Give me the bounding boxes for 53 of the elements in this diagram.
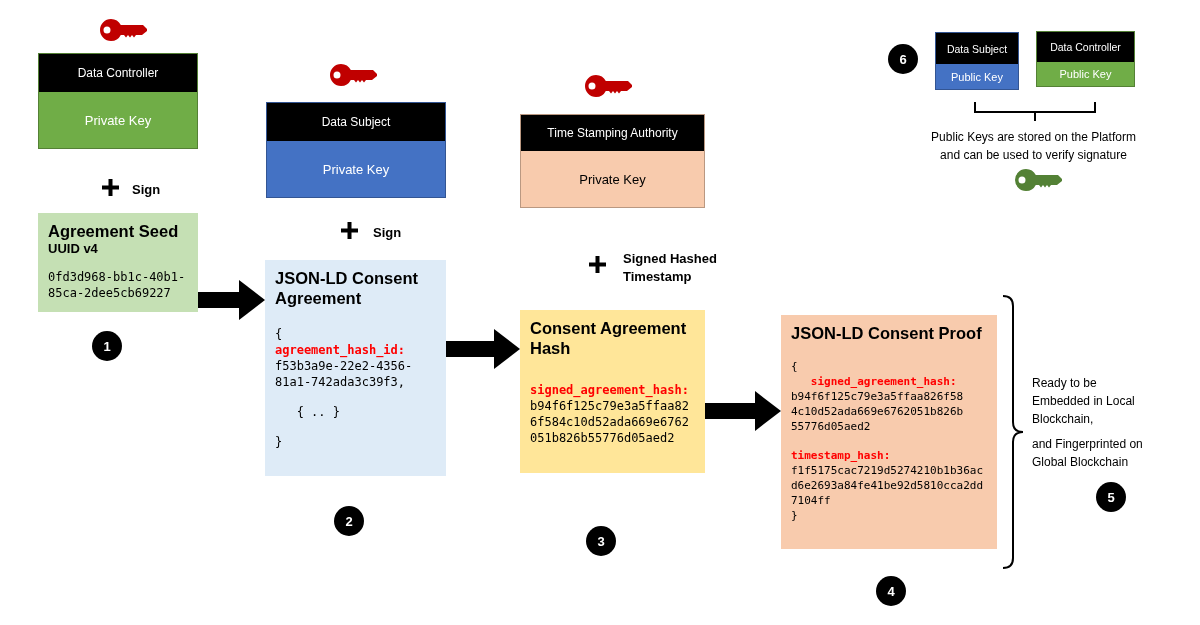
hash-value: f53b3a9e-22e2-4356-81a1-742ada3c39f3, [275, 358, 414, 390]
hash-value: b94f6f125c79e3a5ffaa826f584c10d52ada669e6762051b826b55776d05aed2 [530, 398, 690, 446]
key-card [935, 32, 1019, 90]
step-number: 1 [92, 331, 122, 361]
card-header: Time Stamping Authority [521, 115, 704, 151]
content-card [38, 213, 198, 312]
step-number: 3 [586, 526, 616, 556]
step-number: 5 [1096, 482, 1126, 512]
code-line: { [791, 359, 798, 374]
card-header: Data Subject [267, 103, 445, 141]
operation-label: Sign [373, 225, 402, 240]
key-card [1036, 31, 1135, 87]
key-label: Public Key [951, 70, 1003, 83]
note-text: Ready to be Embedded in Local Blockchain, [1032, 376, 1135, 426]
key-label: Private Key [579, 171, 646, 187]
code-key: signed_agreement_hash: [530, 382, 689, 398]
arrow [446, 329, 520, 369]
key-card [266, 102, 446, 198]
arrow [198, 280, 265, 320]
operation-label: Sign [132, 182, 161, 197]
code-key: agreement_hash_id: [275, 342, 406, 358]
uuid-value: 0fd3d968-bb1c-40b1-85ca-2dee5cb69227 [48, 269, 187, 301]
arrow [705, 391, 781, 431]
code-key: signed_agreement_hash: [791, 374, 957, 389]
content-card [781, 315, 997, 549]
card-title: JSON-LD Consent Agreement [275, 268, 419, 308]
card-subtitle: UUID v4 [48, 241, 98, 257]
code-line: } [791, 508, 798, 523]
card-header: Data Controller [1037, 32, 1134, 62]
card-title: JSON-LD Consent Proof [791, 323, 982, 343]
code-key: timestamp_hash: [791, 448, 891, 463]
code-line: { [275, 326, 283, 342]
content-card [265, 260, 446, 476]
key-label: Private Key [84, 112, 152, 128]
note-text: Public Keys are stored on the Platform and can be used to verify signature [931, 130, 1136, 162]
step-number: 4 [876, 576, 906, 606]
step-number: 6 [888, 44, 918, 74]
card-title: Consent Agreement Hash [530, 318, 688, 358]
key-label: Private Key [322, 161, 390, 177]
note-text: and Fingerprinted on Global Blockchain [1032, 437, 1143, 469]
content-card [520, 310, 705, 473]
card-header: Data Subject [936, 33, 1018, 64]
card-title: Agreement Seed [48, 221, 179, 241]
hash-value: f1f5175cac7219d5274210b1b36acd6e2693a84fe41be92d5810cca2dd7104ff [791, 463, 985, 508]
code-line: } [275, 434, 283, 450]
key-label: Public Key [1059, 68, 1112, 80]
step-number: 2 [334, 506, 364, 536]
key-card [520, 114, 705, 208]
hash-value: b94f6f125c79e3a5ffaa826f584c10d52ada669e6762051b826b55776d05aed2 [791, 389, 965, 434]
operation-label: Signed Hashed Timestamp [623, 251, 717, 284]
code-line: { .. } [295, 404, 341, 420]
key-card [38, 53, 198, 149]
card-header: Data Controller [39, 54, 197, 92]
